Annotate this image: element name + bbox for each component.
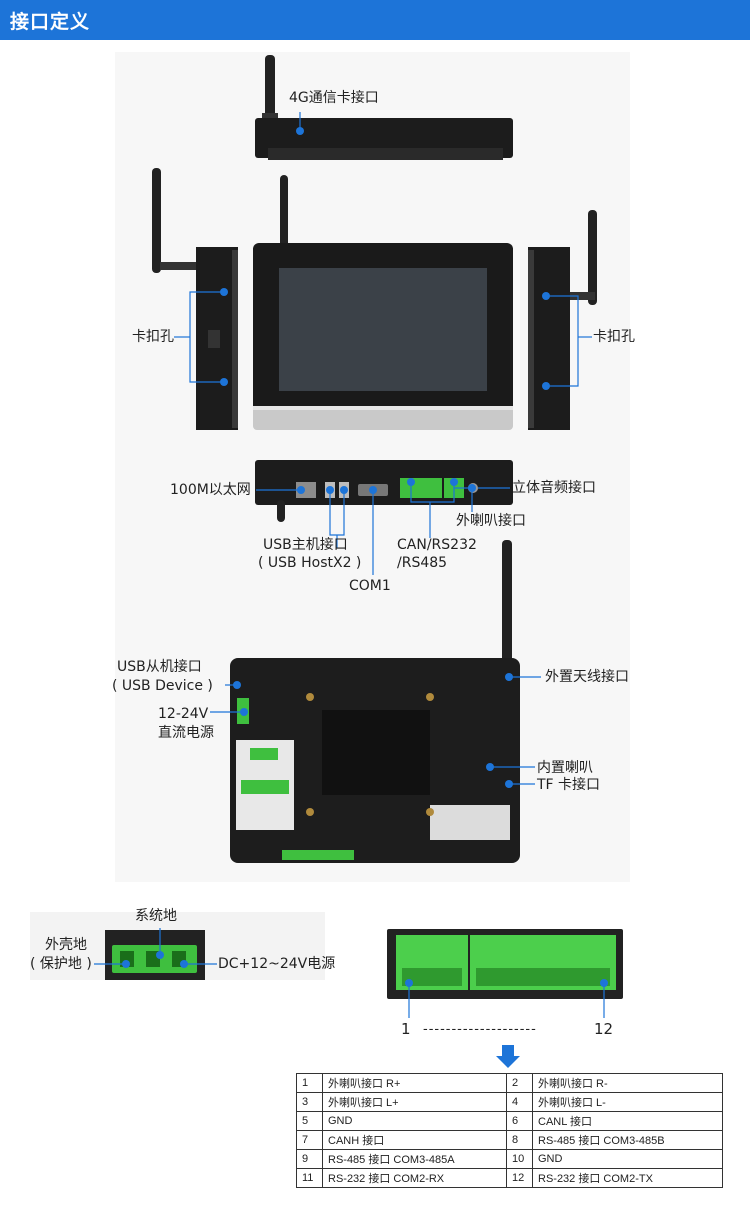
pin-description: 外喇叭接口 R+ xyxy=(322,1073,507,1093)
pin-number: 10 xyxy=(506,1149,533,1169)
pin-number: 2 xyxy=(506,1073,533,1093)
table-row: 11 RS-232 接口 COM2-RX 12 RS-232 接口 COM2-T… xyxy=(296,1168,723,1188)
pin-description: GND xyxy=(532,1149,723,1169)
label-audio: 立体音频接口 xyxy=(512,480,596,496)
label-speaker-int: 内置喇叭 xyxy=(537,760,593,776)
pin-number: 4 xyxy=(506,1092,533,1112)
label-case-ground: 外壳地 xyxy=(45,937,87,953)
pin-number: 7 xyxy=(296,1130,323,1150)
pin-description: 外喇叭接口 R- xyxy=(532,1073,723,1093)
table-row: 1 外喇叭接口 R+ 2 外喇叭接口 R- xyxy=(296,1073,723,1093)
label-system-ground: 系统地 xyxy=(135,908,177,924)
label-pin-1: 1 xyxy=(401,1020,411,1038)
label-case-ground-sub: ( 保护地 ) xyxy=(30,956,92,972)
label-can-rs: CAN/RS232 xyxy=(397,537,477,553)
front-view xyxy=(253,175,513,430)
back-view xyxy=(230,540,520,863)
down-arrow-icon xyxy=(496,1045,520,1068)
label-pin-range-dash: -------------------- xyxy=(423,1022,537,1037)
label-ethernet: 100M以太网 xyxy=(170,482,251,498)
callout-lines xyxy=(94,112,605,1018)
label-antenna: 外置天线接口 xyxy=(545,669,629,685)
section-title: 接口定义 xyxy=(10,11,91,33)
pin-definition-table: 1 外喇叭接口 R+ 2 外喇叭接口 R- 3 外喇叭接口 L+ 4 外喇叭接口… xyxy=(296,1073,723,1188)
label-usb-host-sub: ( USB HostX2 ) xyxy=(258,555,362,571)
right-side-view xyxy=(528,210,597,430)
label-com1: COM1 xyxy=(349,578,391,594)
label-power: 12-24V xyxy=(158,706,209,722)
pin-description: RS-232 接口 COM2-RX xyxy=(322,1168,507,1188)
table-row: 7 CANH 接口 8 RS-485 接口 COM3-485B xyxy=(296,1130,723,1150)
pin-description: RS-232 接口 COM2-TX xyxy=(532,1168,723,1188)
table-row: 5 GND 6 CANL 接口 xyxy=(296,1111,723,1131)
pin-description: CANL 接口 xyxy=(532,1111,723,1131)
terminal-block-photo xyxy=(387,929,623,999)
pin-description: RS-485 接口 COM3-485B xyxy=(532,1130,723,1150)
label-speaker-ext: 外喇叭接口 xyxy=(456,513,526,529)
pin-number: 6 xyxy=(506,1111,533,1131)
pin-number: 12 xyxy=(506,1168,533,1188)
label-power-sub: 直流电源 xyxy=(158,725,214,741)
pin-number: 8 xyxy=(506,1130,533,1150)
pin-number: 11 xyxy=(296,1168,323,1188)
left-side-view xyxy=(152,168,238,430)
label-usb-device: USB从机接口 xyxy=(117,659,202,675)
label-right-clip: 卡扣孔 xyxy=(593,329,635,345)
label-4g-card: 4G通信卡接口 xyxy=(289,90,379,106)
pin-description: CANH 接口 xyxy=(322,1130,507,1150)
label-dc-power: DC+12~24V电源 xyxy=(218,956,336,972)
label-usb-device-sub: ( USB Device ) xyxy=(112,678,213,694)
pin-number: 9 xyxy=(296,1149,323,1169)
table-row: 3 外喇叭接口 L+ 4 外喇叭接口 L- xyxy=(296,1092,723,1112)
pin-number: 3 xyxy=(296,1092,323,1112)
pin-description: 外喇叭接口 L+ xyxy=(322,1092,507,1112)
power-connector-photo xyxy=(30,912,325,980)
label-usb-host: USB主机接口 xyxy=(263,537,348,553)
label-tf-card: TF 卡接口 xyxy=(537,777,601,793)
label-pin-12: 12 xyxy=(594,1020,614,1038)
pin-description: RS-485 接口 COM3-485A xyxy=(322,1149,507,1169)
pin-number: 1 xyxy=(296,1073,323,1093)
label-left-clip: 卡扣孔 xyxy=(132,329,174,345)
pin-description: GND xyxy=(322,1111,507,1131)
callout-dots xyxy=(122,127,608,987)
table-row: 9 RS-485 接口 COM3-485A 10 GND xyxy=(296,1149,723,1169)
top-view-device xyxy=(255,55,513,160)
section-header: 接口定义 xyxy=(0,0,750,40)
pin-number: 5 xyxy=(296,1111,323,1131)
pin-description: 外喇叭接口 L- xyxy=(532,1092,723,1112)
label-can-rs-sub: /RS485 xyxy=(397,555,448,571)
